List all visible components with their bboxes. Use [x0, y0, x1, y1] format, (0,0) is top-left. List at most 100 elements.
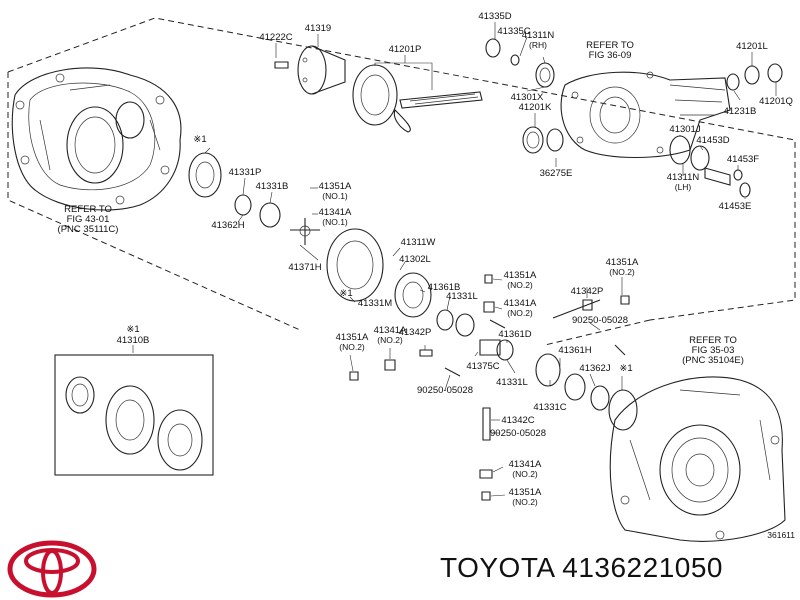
part-variant: (NO.2)	[377, 335, 403, 345]
part-callout[interactable]: 41311N(RH)	[522, 30, 555, 50]
kit-code: 41310B	[117, 335, 150, 346]
part-callout[interactable]: 90250-05028	[490, 428, 546, 439]
part-variant: (LH)	[675, 182, 692, 192]
part-callout[interactable]: 41201L	[736, 41, 768, 52]
part-callout[interactable]: 41453F	[727, 154, 759, 165]
part-number: 41201L	[736, 41, 768, 52]
part-callout[interactable]: 41341A(NO.2)	[374, 325, 407, 345]
part-callout[interactable]: 41342C	[501, 415, 534, 426]
part-number: 41341A	[509, 459, 542, 470]
part-callout[interactable]: 41351A(NO.2)	[336, 332, 369, 352]
part-number: 41231B	[724, 106, 757, 117]
part-callout[interactable]: 41351A(NO.2)	[509, 487, 542, 507]
differential-case	[326, 228, 638, 501]
leader-lines	[204, 22, 777, 497]
part-callout[interactable]: 41361D	[498, 329, 531, 340]
part-callout[interactable]: 41362H	[211, 220, 244, 231]
part-callout[interactable]: 41341A(NO.2)	[504, 298, 537, 318]
part-number: ※1	[619, 363, 632, 374]
part-number: 41301X	[511, 92, 544, 103]
part-number: 41341A	[504, 298, 537, 309]
part-callout[interactable]: 41375C	[466, 361, 499, 372]
part-variant: (NO.1)	[322, 191, 348, 201]
part-number: 41342P	[399, 327, 432, 338]
part-callout[interactable]: 41222C	[259, 32, 292, 43]
part-callout[interactable]: 41361H	[558, 345, 591, 356]
part-number: 41201K	[519, 102, 552, 113]
refer-line: FIG 35-03	[692, 345, 735, 356]
part-number: 41371H	[288, 262, 321, 273]
part-callout[interactable]: 41362J	[579, 363, 610, 374]
part-callout[interactable]: ※1	[193, 134, 206, 145]
part-number: 41201Q	[759, 96, 793, 107]
part-callout[interactable]: 41371H	[288, 262, 321, 273]
part-callout[interactable]: 41342P	[399, 327, 432, 338]
part-callout[interactable]: 41331B	[256, 181, 289, 192]
transaxle-housing	[609, 376, 786, 542]
assembly-outline	[7, 17, 796, 346]
refer-line: FIG 43-01	[67, 214, 110, 225]
part-callout[interactable]: 41302L	[399, 254, 431, 265]
part-callout[interactable]: 41331P	[229, 167, 262, 178]
part-number: 41361H	[558, 345, 591, 356]
part-number: 41361B	[428, 282, 461, 293]
part-callout[interactable]: 41331M	[358, 298, 392, 309]
part-callout[interactable]: 41341A(NO.1)	[319, 207, 352, 227]
part-callout[interactable]: 41231B	[724, 106, 757, 117]
part-callout[interactable]: 41311N(LH)	[667, 172, 700, 192]
part-callout[interactable]: 41331L	[496, 377, 528, 388]
part-callout[interactable]: 41453D	[696, 135, 729, 146]
part-number: 90250-05028	[490, 428, 546, 439]
ring-gear-pinion	[352, 64, 483, 133]
part-callout[interactable]: 41319	[305, 23, 331, 34]
part-callout[interactable]: 41311W	[401, 237, 436, 248]
part-callout[interactable]: 41351A(NO.2)	[504, 270, 537, 290]
part-number: 41453D	[696, 135, 729, 146]
part-callout[interactable]: 41331C	[533, 402, 566, 413]
part-callout[interactable]: 41351A(NO.2)	[606, 257, 639, 277]
part-number: 41302L	[399, 254, 431, 265]
part-number: 41222C	[259, 32, 292, 43]
part-callout[interactable]: 41342P	[571, 286, 604, 297]
part-callout[interactable]: 41335C	[497, 26, 530, 37]
part-callout[interactable]: 90250-05028	[417, 385, 473, 396]
part-callout[interactable]: 41335D	[478, 11, 511, 22]
part-callout[interactable]: 41361B	[428, 282, 461, 293]
part-number: 41362J	[579, 363, 610, 374]
part-labels: 41222C4131941201P41335D41335C41311N(RH)4…	[193, 11, 793, 507]
flange-41319	[274, 45, 346, 95]
part-callout[interactable]: 41201P	[389, 44, 422, 55]
part-number: 41342C	[501, 415, 534, 426]
part-callout[interactable]: ※1	[619, 363, 632, 374]
part-variant: (RH)	[529, 40, 547, 50]
part-number: 41351A	[509, 487, 542, 498]
carrier-housing-right	[560, 71, 731, 158]
part-callout[interactable]: 36275E	[540, 168, 573, 179]
part-callout[interactable]: 41301J	[669, 124, 700, 135]
part-number: 41341A	[374, 325, 407, 336]
part-variant: (NO.2)	[507, 308, 533, 318]
part-number: 41351A	[606, 257, 639, 268]
part-callout[interactable]: ※1	[339, 288, 352, 299]
part-number: 41311W	[401, 237, 436, 248]
part-variant: (NO.2)	[512, 497, 538, 507]
part-callout[interactable]: 41201K	[519, 102, 552, 113]
part-callout[interactable]: 41351A(NO.1)	[319, 181, 352, 201]
part-number: 41331M	[358, 298, 392, 309]
brand-part-title: TOYOTA 4136221050	[440, 552, 723, 583]
part-callout[interactable]: 41331L	[446, 291, 478, 302]
part-number: ※1	[339, 288, 352, 299]
part-callout[interactable]: 41453E	[719, 201, 752, 212]
part-number: 41201P	[389, 44, 422, 55]
part-number: 41341A	[319, 207, 352, 218]
part-number: 41311N	[667, 172, 700, 183]
part-number: 41375C	[466, 361, 499, 372]
part-callout[interactable]: 41201Q	[759, 96, 793, 107]
part-callout[interactable]: 41301X	[511, 92, 544, 103]
refer-line: FIG 36-09	[589, 50, 632, 61]
part-callout[interactable]: 41341A(NO.2)	[509, 459, 542, 479]
refer-label-transaxle: REFER TO FIG 35-03 (PNC 35104E)	[682, 335, 744, 366]
part-callout[interactable]: 90250-05028	[572, 315, 628, 326]
refer-line: (PNC 35111C)	[58, 224, 119, 235]
part-number: 41351A	[336, 332, 369, 343]
